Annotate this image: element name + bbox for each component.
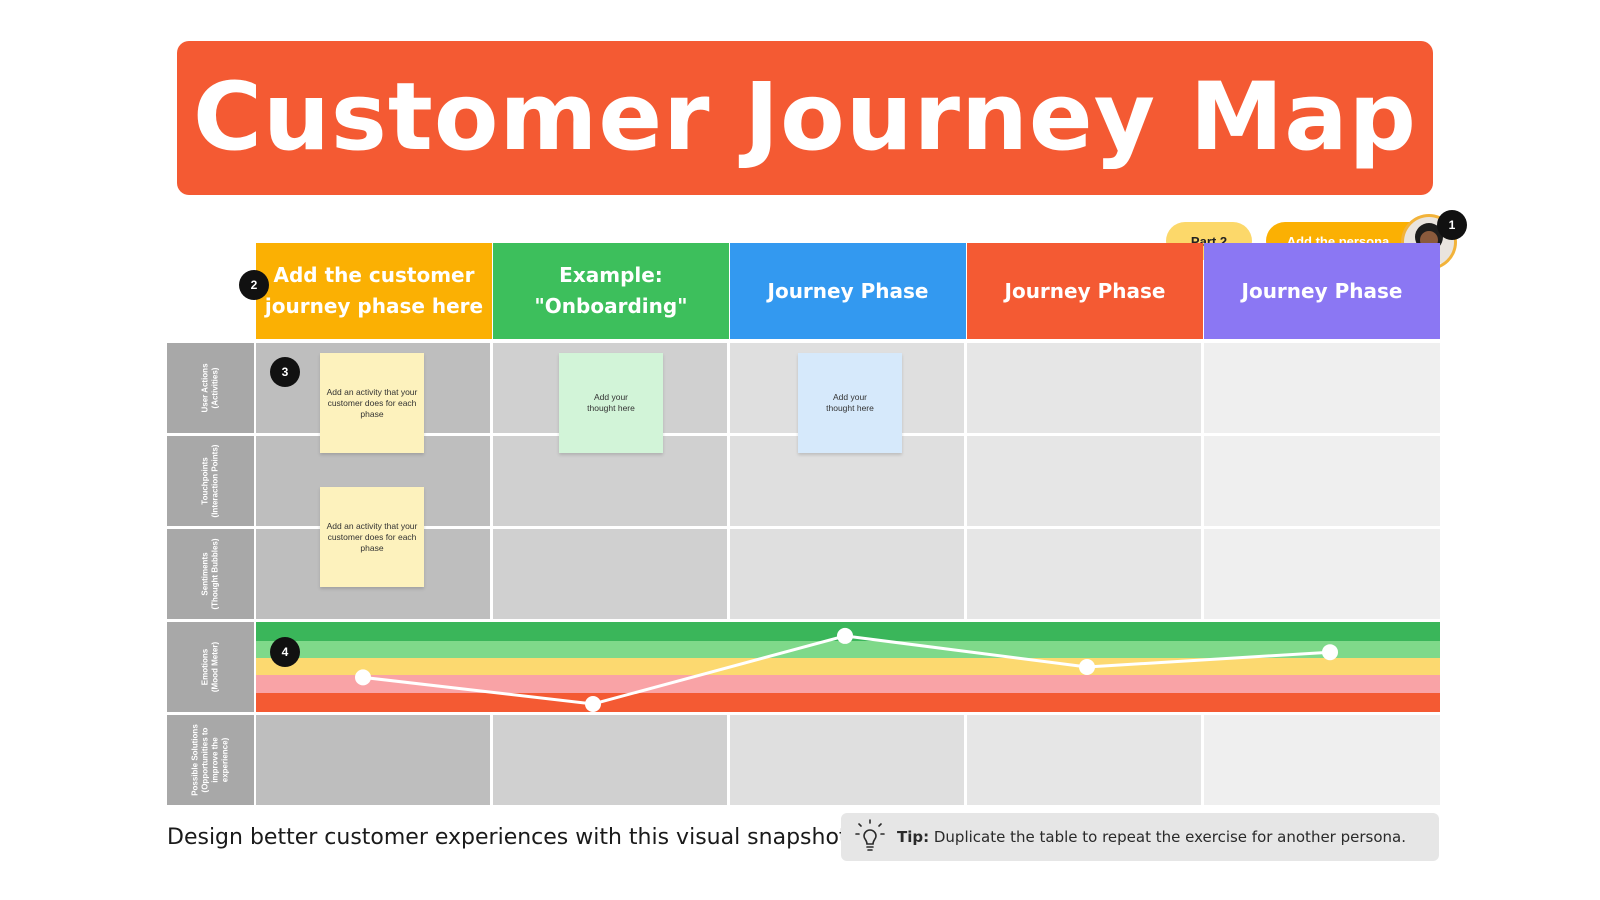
- phase-header-4[interactable]: Journey Phase: [967, 243, 1203, 339]
- mood-point-5[interactable]: [1322, 644, 1338, 661]
- row-label-emotions: Emotions (Mood Meter): [167, 622, 254, 712]
- sticky-note-activity-2[interactable]: Add an activity that your customer does …: [320, 487, 424, 587]
- phase-header-3[interactable]: Journey Phase: [730, 243, 966, 339]
- step-marker-2: 2: [239, 270, 269, 300]
- sticky-note-activity-1[interactable]: Add an activity that your customer does …: [320, 353, 424, 453]
- cell-solutions-3[interactable]: [730, 715, 964, 805]
- cell-touchpoints-4[interactable]: [967, 436, 1201, 526]
- row-label-solutions: Possible Solutions (Opportunities to imp…: [167, 715, 254, 805]
- sticky-note-thought-green[interactable]: Add your thought here: [559, 353, 663, 453]
- step-marker-3: 3: [270, 357, 300, 387]
- cell-sentiments-3[interactable]: [730, 529, 964, 619]
- mood-line-chart: [355, 627, 1338, 712]
- cell-user-actions-5[interactable]: [1204, 343, 1440, 433]
- step-marker-4: 4: [270, 637, 300, 667]
- footer-tagline: Design better customer experiences with …: [167, 825, 848, 850]
- mood-point-2[interactable]: [585, 696, 601, 712]
- cell-sentiments-4[interactable]: [967, 529, 1201, 619]
- phase-header-5[interactable]: Journey Phase: [1204, 243, 1440, 339]
- mood-band-happy: [256, 641, 1440, 658]
- cell-solutions-4[interactable]: [967, 715, 1201, 805]
- row-label-user-actions: User Actions (Activities): [167, 343, 254, 433]
- cell-solutions-5[interactable]: [1204, 715, 1440, 805]
- page-title: Customer Journey Map: [193, 63, 1417, 172]
- tip-text: Tip: Duplicate the table to repeat the e…: [897, 828, 1406, 846]
- cell-touchpoints-5[interactable]: [1204, 436, 1440, 526]
- cell-sentiments-5[interactable]: [1204, 529, 1440, 619]
- title-banner: Customer Journey Map: [177, 41, 1433, 195]
- row-label-touchpoints: Touchpoints (Interaction Points): [167, 436, 254, 526]
- mood-band-unhappy: [256, 675, 1440, 693]
- sticky-note-thought-blue[interactable]: Add your thought here: [798, 353, 902, 453]
- tip-box: Tip: Duplicate the table to repeat the e…: [841, 813, 1439, 861]
- cell-solutions-1[interactable]: [256, 715, 490, 805]
- phase-header-1[interactable]: Add the customer journey phase here: [256, 243, 492, 339]
- mood-point-4[interactable]: [1079, 659, 1095, 675]
- cell-sentiments-2[interactable]: [493, 529, 727, 619]
- phase-header-2[interactable]: Example: "Onboarding": [493, 243, 729, 339]
- mood-line: [362, 634, 1331, 706]
- mood-point-1[interactable]: [355, 669, 371, 686]
- cell-solutions-2[interactable]: [493, 715, 727, 805]
- cell-user-actions-4[interactable]: [967, 343, 1201, 433]
- lightbulb-icon: [855, 818, 885, 857]
- step-marker-1: 1: [1437, 210, 1467, 240]
- row-label-sentiments: Sentiments (Thought Bubbles): [167, 529, 254, 619]
- mood-point-3[interactable]: [837, 627, 853, 644]
